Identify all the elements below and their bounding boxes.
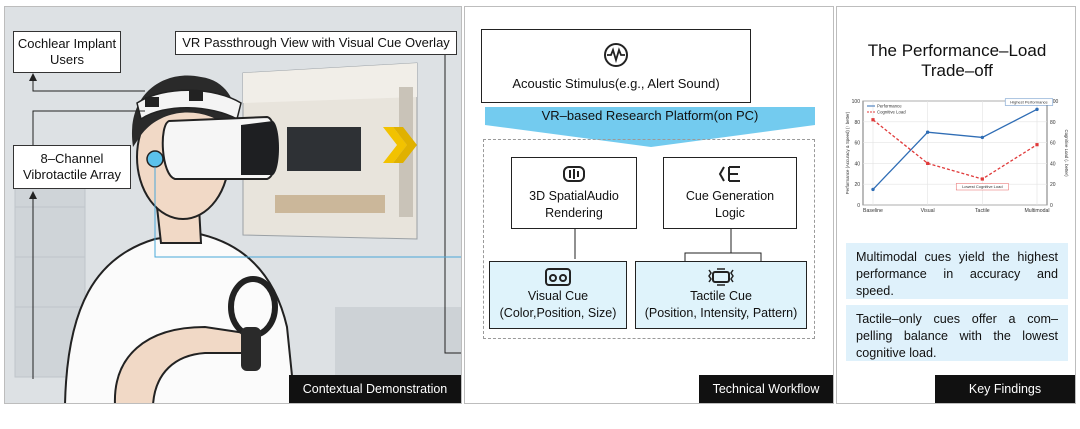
visual-cue-chevron	[383, 127, 407, 163]
data-point	[925, 130, 930, 134]
label-cochlear-implant-users: Cochlear Implant Users	[13, 31, 121, 73]
legend-label: Performance	[877, 104, 902, 109]
acoustic-stimulus-box: Acoustic Stimulus(e.g., Alert Sound)	[481, 29, 751, 103]
acoustic-stimulus-label: Acoustic Stimulus(e.g., Alert Sound)	[512, 75, 720, 91]
platform-container	[483, 139, 815, 339]
finding-multimodal: Multimodal cues yield the highest perfor…	[846, 243, 1068, 299]
y-tick-label: 80	[854, 120, 860, 126]
annotation-box	[1004, 98, 1054, 106]
contextual-demonstration-panel: Cochlear Implant Users VR Passthrough Vi…	[4, 6, 462, 404]
annotation-label: Lowest Cognitive Load	[962, 184, 1002, 189]
x-tick-label: Multimodal	[1024, 208, 1049, 214]
chart-title: The Performance–Load Trade–off	[867, 41, 1047, 80]
cue-generation-box: Cue Generation Logic	[663, 157, 797, 229]
x-tick-label: Visual	[921, 208, 935, 214]
tactile-cue-detail: (Position, Intensity, Pattern)	[644, 306, 798, 320]
data-point	[871, 118, 875, 122]
label-vr-passthrough-view: VR Passthrough View with Visual Cue Over…	[175, 31, 457, 55]
technical-workflow-panel: Acoustic Stimulus(e.g., Alert Sound) VR–…	[464, 6, 834, 404]
spatial-audio-label: 3D SpatialAudio Rendering	[529, 189, 619, 220]
y2-tick-label: 80	[1050, 120, 1056, 126]
y2-tick-label: 60	[1050, 141, 1056, 147]
y-tick-label: 60	[854, 141, 860, 147]
visual-cue-title: Visual Cue	[527, 289, 589, 303]
data-point	[980, 135, 985, 140]
user-figure	[64, 75, 296, 403]
vibration-icon	[708, 268, 734, 286]
x-tick-label: Baseline	[863, 208, 883, 214]
legend-label: Cognitive Load	[877, 110, 906, 115]
footer-key-findings: Key Findings	[935, 375, 1075, 403]
data-point	[926, 161, 930, 165]
left-connector-lines	[32, 45, 461, 379]
footer-contextual-demonstration: Contextual Demonstration	[289, 375, 461, 403]
y-tick-label: 0	[857, 203, 860, 209]
x-tick-label: Tactile	[975, 208, 990, 214]
y-axis-label: Performance (Accuracy & Speed) (↑ better…	[845, 111, 850, 194]
audio-bars-icon	[563, 166, 585, 182]
key-findings-panel: The Performance–Load Trade–off 0 0 20 20 40 4…	[836, 6, 1076, 404]
footer-technical-workflow: Technical Workflow	[699, 375, 833, 403]
y2-tick-label: 100	[1050, 99, 1059, 105]
data-point	[1035, 107, 1039, 112]
vr-headset-icon	[545, 268, 571, 286]
annotation-label: Highest Performance	[1010, 99, 1048, 104]
annotation-box	[955, 183, 1009, 191]
data-point	[1035, 143, 1039, 147]
y-tick-label: 20	[854, 182, 860, 188]
y2-tick-label: 20	[1050, 182, 1056, 188]
y2-tick-label: 0	[1050, 203, 1053, 209]
logic-list-icon	[718, 166, 740, 182]
series-line-0	[872, 108, 1038, 190]
y-tick-label: 100	[852, 99, 861, 105]
data-point	[980, 177, 984, 181]
platform-banner	[485, 107, 815, 147]
y2-axis-label: Cognitive Load (↓ better)	[1064, 129, 1069, 177]
waveform-icon	[604, 42, 628, 67]
y2-tick-label: 40	[1050, 161, 1056, 167]
tactile-cue-box: Tactile Cue (Position, Intensity, Patter…	[635, 261, 807, 329]
cochlear-implant-icon	[146, 150, 164, 168]
visual-cue-box: Visual Cue (Color,Position, Size)	[489, 261, 627, 329]
workflow-connectors	[574, 229, 762, 261]
spatial-audio-box: 3D SpatialAudio Rendering	[511, 157, 637, 229]
label-vibrotactile-array: 8–Channel Vibrotactile Array	[13, 145, 131, 189]
finding-tactile: Tactile–only cues offer a com–pelling ba…	[846, 305, 1068, 361]
y-tick-label: 40	[854, 161, 860, 167]
vr-passthrough-window	[242, 62, 418, 240]
visual-cue-detail: (Color,Position, Size)	[499, 306, 617, 320]
tactile-cue-title: Tactile Cue	[690, 289, 752, 303]
platform-label: VR–based Research Platform(on PC)	[541, 108, 759, 123]
data-point	[871, 187, 875, 192]
plot-frame	[862, 100, 1048, 206]
cue-generation-label: Cue Generation Logic	[685, 189, 775, 220]
